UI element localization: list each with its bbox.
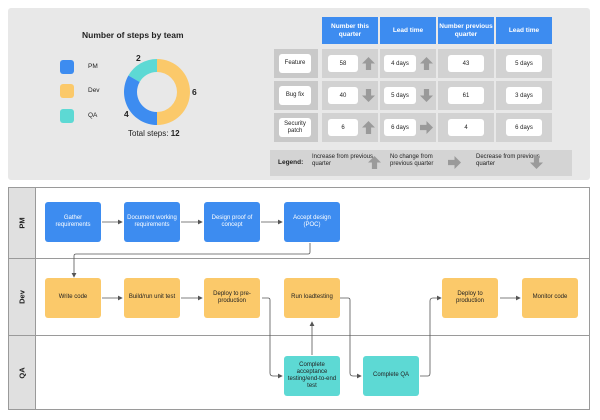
lane-label-qa: QA bbox=[9, 336, 36, 409]
legend-label-qa: QA bbox=[88, 112, 98, 119]
donut-slice-qa bbox=[128, 59, 157, 82]
row-header-bug-fix: Bug fix bbox=[274, 81, 318, 110]
node-design-proof[interactable]: Design proof of concept bbox=[204, 202, 260, 242]
header-number-this-quarter: Number this quarter bbox=[322, 17, 378, 44]
lane-divider bbox=[9, 258, 589, 259]
right-arrow-icon bbox=[448, 156, 461, 169]
cell-number-this: 58 bbox=[322, 49, 378, 78]
cell-lead-time-previous: 6 days bbox=[496, 113, 552, 142]
header-lead-time-this: Lead time bbox=[380, 17, 436, 44]
lane-label-pm: PM bbox=[9, 188, 36, 258]
chart-title: Number of steps by team bbox=[82, 30, 184, 40]
legend-decrease-text: Decrease from previous quarter bbox=[476, 154, 540, 168]
node-write-code[interactable]: Write code bbox=[45, 278, 101, 318]
node-deploy-preproduction[interactable]: Deploy to pre-production bbox=[204, 278, 260, 318]
down-arrow-icon bbox=[420, 89, 433, 102]
connector bbox=[71, 243, 311, 278]
cell-number-this: 6 bbox=[322, 113, 378, 142]
node-deploy-production[interactable]: Deploy to production bbox=[442, 278, 498, 318]
connector bbox=[420, 295, 442, 377]
value-number-this: 40 bbox=[328, 87, 358, 104]
cell-number-previous: 4 bbox=[438, 113, 494, 142]
donut-label-qa: 2 bbox=[136, 53, 141, 63]
value-number-previous: 61 bbox=[448, 87, 484, 104]
value-number-this: 6 bbox=[328, 119, 358, 136]
value-number-this: 58 bbox=[328, 55, 358, 72]
node-acceptance-testing[interactable]: Complete acceptance testing/end-to-end t… bbox=[284, 356, 340, 396]
down-arrow-icon bbox=[530, 156, 543, 169]
donut-label-dev: 6 bbox=[192, 87, 197, 97]
legend-label-dev: Dev bbox=[88, 87, 100, 94]
cell-lead-time-previous: 3 days bbox=[496, 81, 552, 110]
cell-lead-time-previous: 5 days bbox=[496, 49, 552, 78]
lane-label-dev: Dev bbox=[9, 259, 36, 335]
donut-chart bbox=[124, 59, 190, 125]
row-label: Feature bbox=[279, 54, 311, 73]
legend-swatch-dev bbox=[60, 84, 74, 98]
row-label: Bug fix bbox=[279, 86, 311, 105]
lane-divider bbox=[9, 335, 589, 336]
total-steps: Total steps: 12 bbox=[128, 129, 180, 138]
value-lead-time-previous: 3 days bbox=[506, 87, 542, 104]
up-arrow-icon bbox=[420, 57, 433, 70]
donut-label-pm: 4 bbox=[124, 109, 129, 119]
node-document-requirements[interactable]: Document working requirements bbox=[124, 202, 180, 242]
row-label: Security patch bbox=[279, 118, 311, 137]
right-arrow-icon bbox=[420, 121, 433, 134]
connector bbox=[262, 297, 283, 379]
header-number-previous-quarter: Number previous quarter bbox=[438, 17, 494, 44]
down-arrow-icon bbox=[362, 89, 375, 102]
legend-increase-text: Increase from previous quarter bbox=[312, 154, 374, 168]
row-header-security-patch: Security patch bbox=[274, 113, 318, 142]
legend-swatch-qa bbox=[60, 109, 74, 123]
cell-lead-time-this: 6 days bbox=[380, 113, 436, 142]
donut-slice-pm bbox=[124, 75, 157, 125]
node-accept-design[interactable]: Accept design (POC) bbox=[284, 202, 340, 242]
node-gather-requirements[interactable]: Gather requirements bbox=[45, 202, 101, 242]
up-arrow-icon bbox=[368, 156, 381, 169]
up-arrow-icon bbox=[362, 121, 375, 134]
legend-swatch-pm bbox=[60, 60, 74, 74]
node-monitor-code[interactable]: Monitor code bbox=[522, 278, 578, 318]
swimlane-diagram: PM Dev QA bbox=[8, 187, 590, 410]
cell-number-this: 40 bbox=[322, 81, 378, 110]
node-build-unit-test[interactable]: Build/run unit test bbox=[124, 278, 180, 318]
value-number-previous: 4 bbox=[448, 119, 484, 136]
up-arrow-icon bbox=[362, 57, 375, 70]
cell-number-previous: 43 bbox=[438, 49, 494, 78]
value-number-previous: 43 bbox=[448, 55, 484, 72]
value-lead-time-this: 6 days bbox=[384, 119, 416, 136]
legend-nochange-text: No change from previous quarter bbox=[390, 154, 434, 168]
node-complete-qa[interactable]: Complete QA bbox=[363, 356, 419, 396]
connector bbox=[340, 297, 362, 379]
table-legend: Legend: Increase from previous quarter N… bbox=[270, 150, 572, 176]
header-lead-time-previous: Lead time bbox=[496, 17, 552, 44]
legend-label-pm: PM bbox=[88, 63, 98, 70]
value-lead-time-this: 4 days bbox=[384, 55, 416, 72]
value-lead-time-previous: 6 days bbox=[506, 119, 542, 136]
donut-slice-dev bbox=[157, 59, 190, 125]
cell-lead-time-this: 5 days bbox=[380, 81, 436, 110]
node-run-loadtesting[interactable]: Run loadtesting bbox=[284, 278, 340, 318]
value-lead-time-previous: 5 days bbox=[506, 55, 542, 72]
value-lead-time-this: 5 days bbox=[384, 87, 416, 104]
cell-number-previous: 61 bbox=[438, 81, 494, 110]
legend-title: Legend: bbox=[278, 159, 304, 166]
cell-lead-time-this: 4 days bbox=[380, 49, 436, 78]
row-header-feature: Feature bbox=[274, 49, 318, 78]
